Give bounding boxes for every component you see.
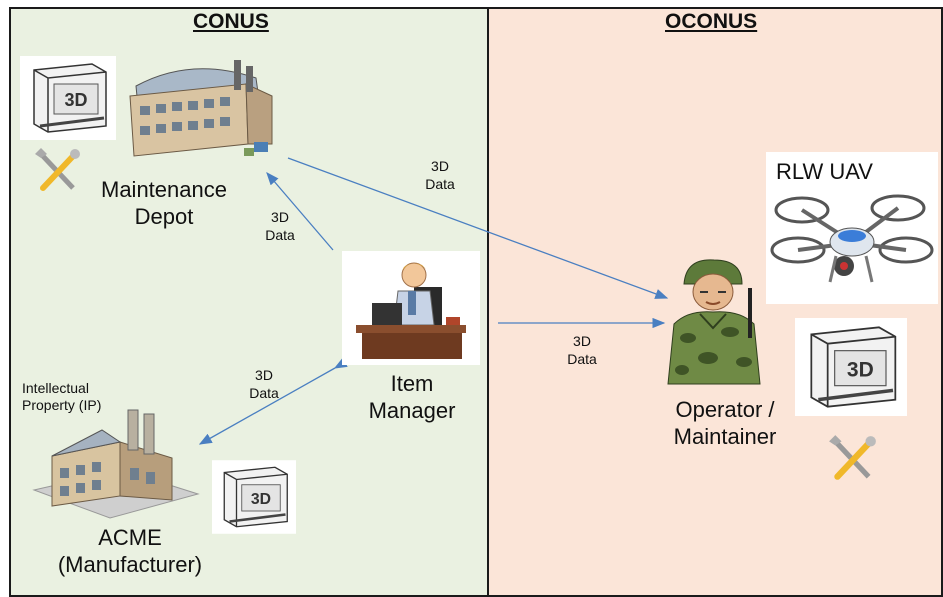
soldier-icon: [667, 259, 761, 385]
warehouse-icon: [129, 60, 273, 157]
arrow-depot-operator: [287, 157, 669, 299]
conus-heading: CONUS: [193, 10, 269, 33]
arrow-manager-acme: [198, 357, 348, 445]
tools-icon: [829, 435, 876, 480]
tools-icon: [35, 148, 80, 191]
operator-maintainer-label: Operator / Maintainer: [673, 397, 777, 449]
factory-icon: [32, 409, 200, 519]
3d-printer-icon: 3D: [20, 56, 116, 140]
3d-printer-icon: 3D: [212, 460, 296, 534]
flow-label-manager-acme: 3D Data: [249, 367, 279, 401]
oconus-heading: OCONUS: [665, 10, 758, 33]
uav-label: RLW UAV: [776, 159, 873, 184]
ip-label: Intellectual Property (IP): [22, 380, 102, 413]
quadcopter-icon: [770, 194, 934, 283]
arrow-manager-depot: [266, 172, 334, 251]
office-worker-icon: [342, 251, 480, 365]
svg-text:3D: 3D: [847, 358, 874, 381]
flow-label-manager-depot: 3D Data: [265, 209, 295, 243]
flow-label-depot-operator: 3D Data: [425, 158, 455, 192]
maintenance-depot-label: Maintenance Depot: [101, 177, 227, 229]
svg-text:3D: 3D: [64, 90, 87, 110]
3d-printer-icon: 3D: [795, 318, 907, 416]
acme-label: ACME (Manufacturer): [57, 525, 203, 577]
flow-label-manager-operator: 3D Data: [567, 333, 597, 367]
item-manager-label: Item Manager: [368, 371, 456, 423]
svg-text:3D: 3D: [251, 491, 271, 508]
